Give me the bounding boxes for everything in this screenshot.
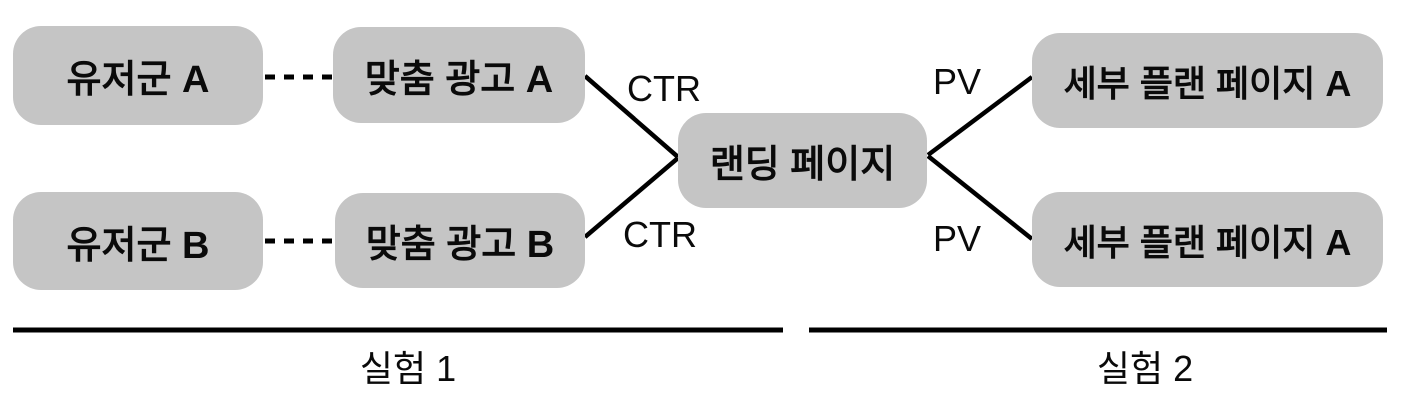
edge-label-pv-bottom: PV [932,218,982,259]
edge-ad-b-to-landing [583,156,680,239]
section-label-experiment1: 실험 1 [359,348,457,389]
edge-label-ctr-bottom: CTR [623,214,697,255]
node-custom-ad-a: 맞춤 광고 A [333,27,585,123]
node-custom-ad-a-label: 맞춤 광고 A [364,58,554,101]
node-custom-ad-b: 맞춤 광고 B [335,193,585,288]
node-landing-page-label: 랜딩 페이지 [709,144,896,186]
node-user-group-a-label: 유저군 A [66,59,210,101]
node-plan-page-bottom-label: 세부 플랜 페이지 A [1063,221,1352,263]
node-plan-page-top: 세부 플랜 페이지 A [1032,33,1383,128]
node-plan-page-bottom: 세부 플랜 페이지 A [1032,192,1383,287]
node-custom-ad-b-label: 맞춤 광고 B [365,224,555,266]
edge-ad-a-to-landing [583,74,680,159]
node-landing-page: 랜딩 페이지 [678,113,927,208]
edge-landing-to-plan-top [926,75,1034,157]
node-user-group-b: 유저군 B [13,192,263,290]
edge-label-pv-top: PV [932,61,982,102]
section-label-experiment2: 실험 2 [1096,348,1194,389]
node-plan-page-top-label: 세부 플랜 페이지 A [1063,62,1352,104]
node-user-group-b-label: 유저군 B [66,224,210,267]
node-user-group-a: 유저군 A [13,26,263,125]
edge-landing-to-plan-bottom [926,154,1034,241]
edge-label-ctr-top: CTR [627,68,701,109]
